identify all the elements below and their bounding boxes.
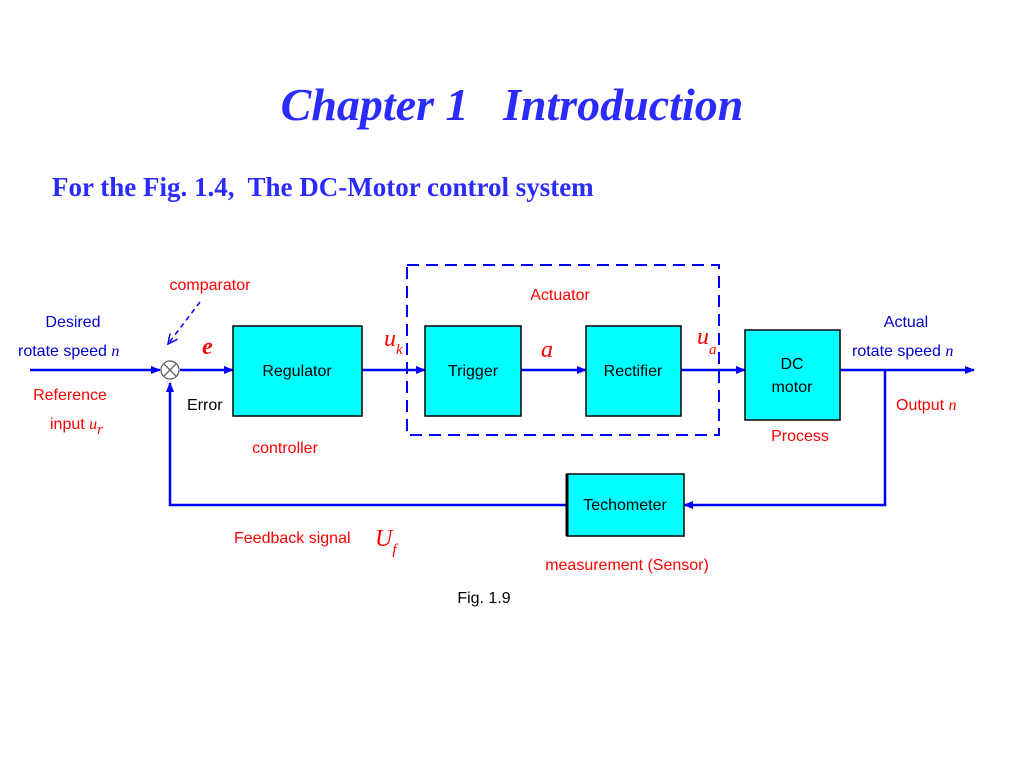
input-label: input ur bbox=[50, 416, 103, 438]
rectifier-label: Rectifier bbox=[604, 363, 663, 380]
trigger-block: Trigger bbox=[424, 325, 522, 417]
dc-motor-block: DC motor bbox=[744, 329, 841, 421]
slide-subtitle: For the Fig. 1.4, The DC-Motor control s… bbox=[52, 172, 594, 202]
comparator-pointer bbox=[168, 301, 201, 344]
output-label: Output n bbox=[896, 397, 956, 414]
comparator-label: comparator bbox=[170, 277, 252, 294]
actual-rotate-speed-label: rotate speed n bbox=[852, 343, 953, 360]
slide-title: Chapter 1 Introduction bbox=[280, 79, 744, 130]
tachometer-block: Techometer bbox=[565, 473, 685, 537]
uk-variable: uk bbox=[384, 326, 403, 358]
summing-junction bbox=[160, 360, 180, 380]
desired-label: Desired bbox=[45, 314, 100, 331]
error-variable: e bbox=[202, 334, 213, 360]
ua-variable: ua bbox=[697, 324, 717, 358]
rotate-speed-label: rotate speed n bbox=[18, 343, 119, 360]
reference-label: Reference bbox=[33, 387, 107, 404]
actual-label: Actual bbox=[884, 314, 928, 331]
rectifier-block: Rectifier bbox=[585, 325, 682, 417]
regulator-block: Regulator bbox=[232, 325, 363, 417]
process-label: Process bbox=[771, 428, 829, 445]
a-variable: a bbox=[541, 337, 553, 363]
feedback-label: Feedback signal bbox=[234, 530, 351, 547]
measurement-label: measurement (Sensor) bbox=[545, 557, 709, 574]
regulator-label: Regulator bbox=[262, 363, 332, 380]
figure-caption: Fig. 1.9 bbox=[457, 590, 510, 607]
actuator-frame bbox=[406, 264, 720, 436]
controller-label: controller bbox=[252, 440, 318, 457]
actuator-label: Actuator bbox=[530, 287, 590, 304]
feedback-path bbox=[166, 370, 887, 509]
dc-motor-label-1: DC bbox=[780, 356, 803, 373]
feedback-variable: Uf bbox=[375, 526, 398, 558]
dc-motor-label-2: motor bbox=[772, 379, 814, 396]
error-label: Error bbox=[187, 397, 223, 414]
tachometer-label: Techometer bbox=[583, 497, 667, 514]
trigger-label: Trigger bbox=[448, 363, 499, 380]
